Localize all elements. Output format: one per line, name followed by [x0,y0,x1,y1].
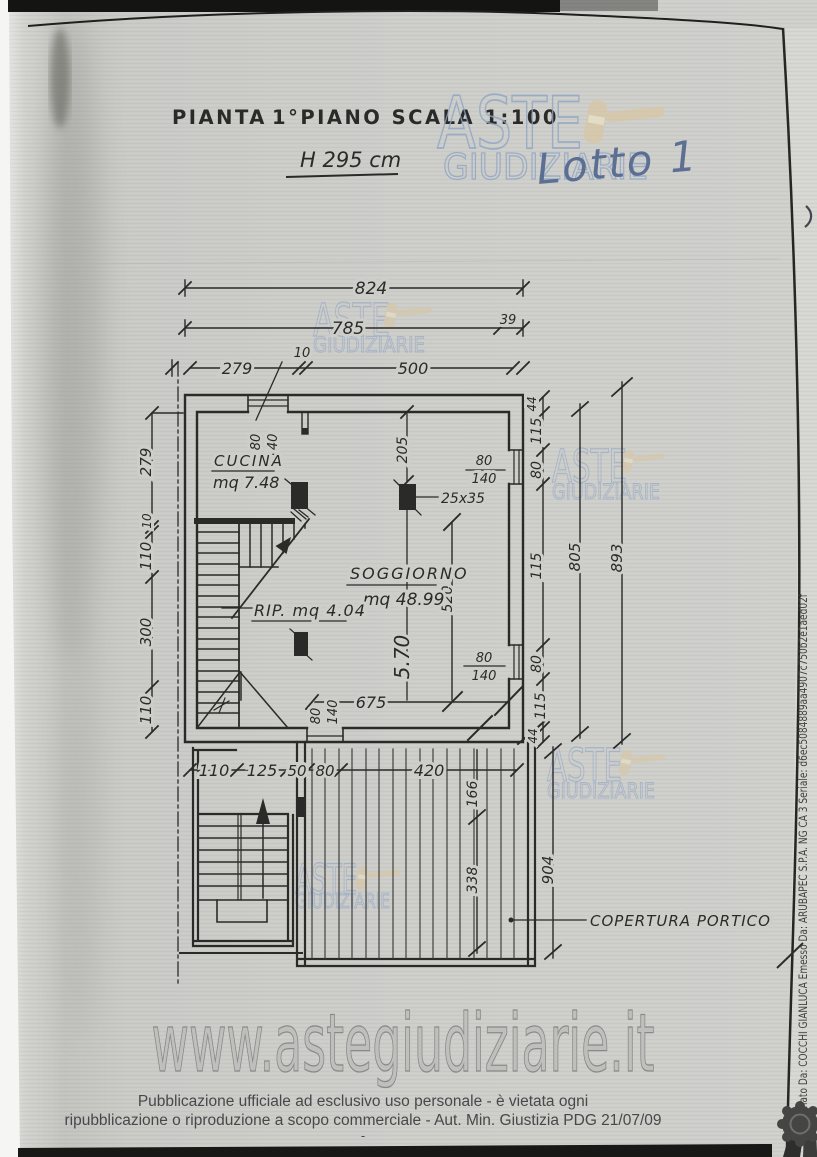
url-watermark: www.astegiudiziarie.it [152,997,655,1090]
watermark-right-mid: ASTE GIUDIZIARIE [551,439,665,505]
dim-80-win2: 80 [476,651,493,666]
watermark-giudiziarie: GIUDIZIARIE [443,147,648,188]
dim-110-left: 110 [137,542,155,571]
dim-10: 10 [294,346,311,361]
floor-plan: 824 785 39 279 10 500 279 10 110 300 110… [134,276,773,986]
dim-80-right: 80 [529,461,545,479]
watermark-aste: ASTE [552,440,627,493]
dim-39: 39 [500,313,517,328]
height-note: H 295 cm [300,148,401,172]
walls [183,393,525,744]
watermark-aste: ASTE [547,739,622,792]
stairs-lower [179,746,303,954]
height-note-underline [285,173,399,178]
dim-80-door: 80 [309,708,324,725]
dim-125-bottom: 125 [247,761,278,780]
dim-110-bottom: 110 [199,761,230,780]
footer-line2: ripubblicazione o riproduzione a scopo c… [64,1112,661,1129]
dim-140-door: 140 [326,700,341,725]
dim-50-bottom: 50 [287,762,306,780]
dim-80-right2: 80 [529,655,545,673]
seal-ribbon-icon [777,1101,817,1157]
dim-80-bottom: 80 [315,762,334,780]
dimension-lines [144,279,634,986]
dim-500: 500 [398,359,429,378]
porch-label: COPERTURA PORTICO [590,912,771,930]
page-title-rest: 1°PIANO SCALA 1:100 [272,106,559,129]
dim-44-right: 44 [525,396,539,411]
dim-279: 279 [222,359,253,378]
canopy-triangle [195,670,290,730]
dim-338: 338 [465,867,481,894]
dim-824: 824 [355,279,387,299]
dim-166: 166 [465,781,481,808]
page-title-word1: PIANTA [172,106,267,129]
dim-420-bottom: 420 [414,761,445,780]
watermark-aste: ASTE [313,294,390,347]
room-storage: RIP. mq 4.04 [254,601,366,620]
room-kitchen: CUCINA [214,452,284,470]
watermark-top-right: ASTE GIUDIZIARIE [436,80,666,189]
dim-805: 805 [566,543,584,572]
plan-labels: 824 785 39 279 10 500 279 10 110 300 110… [134,276,773,933]
watermarks: ASTE GIUDIZIARIE ASTE GIUDIZIARIE ASTE G… [294,80,666,914]
dim-893: 893 [608,544,626,573]
watermark-giudiziarie: GIUDIZIARIE [295,889,390,913]
dim-140-win1: 140 [472,472,497,487]
watermark-giudiziarie: GIUDIZIARIE [552,480,660,504]
dim-520: 520 [440,586,456,613]
dim-205: 205 [395,437,411,464]
header: PIANTA 1°PIANO SCALA 1:100 H 295 cm [172,106,559,178]
dim-140-topwin: 140 [266,434,281,459]
room-living: SOGGIORNO [350,564,469,583]
dim-115-right: 115 [529,418,545,445]
pillar-size-label: 25x35 [441,491,485,507]
dim-279-left: 279 [137,448,155,477]
porch [295,740,537,968]
watermark-plan-top: ASTE GIUDIZIARIE [312,293,432,358]
dim-44-right2: 44 [526,728,540,743]
dim-140-win2: 140 [472,669,497,684]
footer-line1: Pubblicazione ufficiale ad esclusivo uso… [138,1093,588,1110]
dim-80-win1: 80 [476,454,493,469]
stray-mark [776,942,804,969]
dim-110-left2: 110 [137,696,155,725]
dim-80-topwin: 80 [249,434,264,451]
ceiling-height: 5.70 [390,635,414,680]
room-living-area: mq 48.99 [363,590,444,610]
dim-785: 785 [332,319,364,339]
watermark-right-low: ASTE GIUDIZIARIE [546,738,666,804]
dim-300-left: 300 [137,618,155,647]
watermark-giudiziarie: GIUDIZIARIE [313,333,425,357]
stairs-upper [196,517,311,727]
dim-904: 904 [539,856,557,885]
dim-115-right3: 115 [533,693,549,720]
room-kitchen-area: mq 7.48 [213,473,279,492]
porch-hatch [311,748,515,959]
dim-675: 675 [356,693,387,712]
dim-115-right2: 115 [529,553,545,580]
pen-mark [804,205,813,228]
watermark-aste: ASTE [437,81,583,165]
signature-text: Firmato Da: COCCHI GIANLUCA Emesso Da: A… [796,593,810,1122]
watermark-giudiziarie: GIUDIZIARIE [547,779,655,803]
footer-dash: - [361,1128,365,1143]
dim-10-left: 10 [140,513,154,529]
